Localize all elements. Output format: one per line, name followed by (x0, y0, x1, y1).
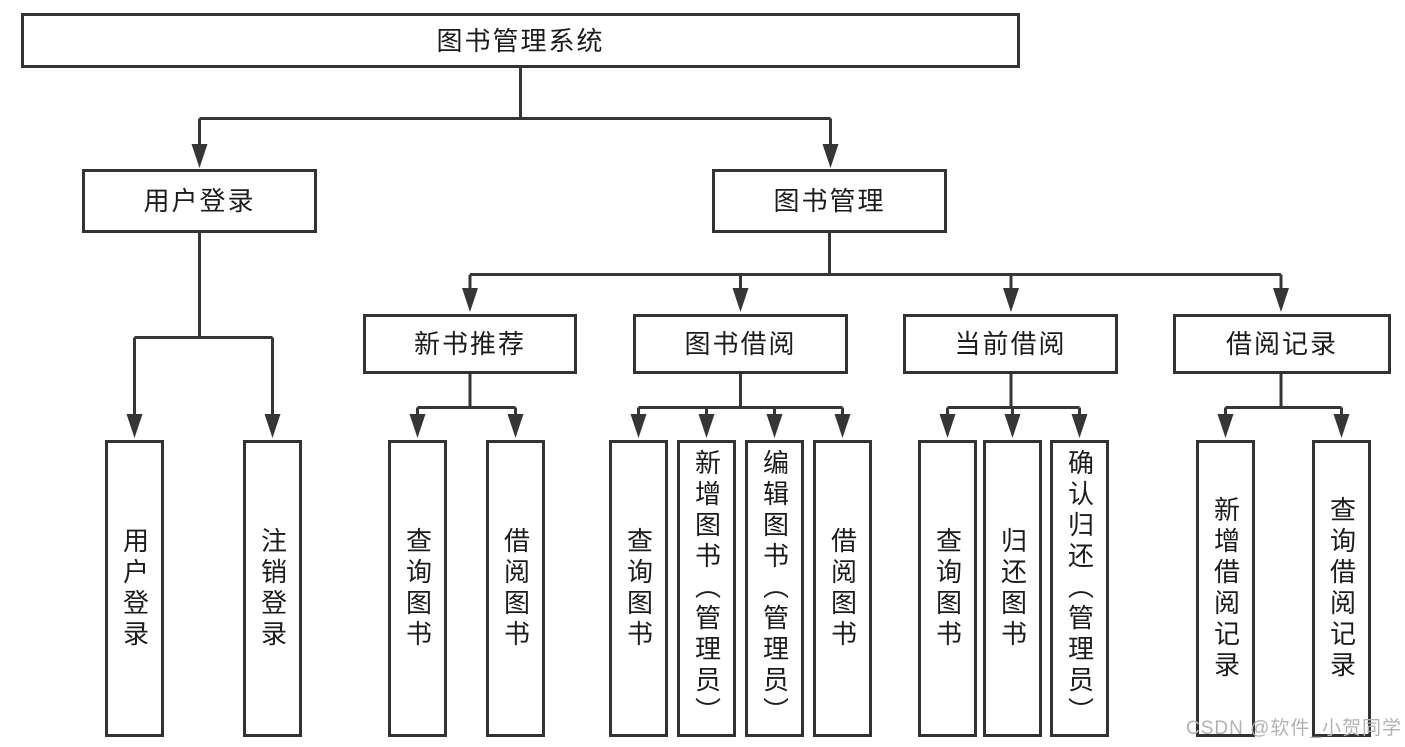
leaf-query-books-current: 查询图书 (918, 440, 977, 737)
leaf-user-login: 用户登录 (105, 440, 164, 737)
leaf-query-books-borrowing: 查询图书 (609, 440, 668, 737)
leaf-logout-login: 注销登录 (243, 440, 302, 737)
node-library-management-system: 图书管理系统 (21, 13, 1020, 68)
leaf-query-books-recommend: 查询图书 (388, 440, 447, 737)
node-book-management: 图书管理 (712, 169, 947, 233)
node-new-book-recommendation: 新书推荐 (363, 314, 577, 374)
node-user-login: 用户登录 (82, 169, 317, 233)
connector-lines (133, 68, 1343, 416)
node-book-borrowing: 图书借阅 (633, 314, 848, 374)
leaf-add-borrow-record: 新增借阅记录 (1196, 440, 1255, 737)
leaf-edit-books-admin: 编辑图书（管理员） (745, 440, 804, 737)
node-current-borrowing: 当前借阅 (903, 314, 1118, 374)
leaf-return-books: 归还图书 (983, 440, 1042, 737)
leaf-confirm-return-admin: 确认归还（管理员） (1050, 440, 1109, 737)
csdn-watermark: CSDN @软件_小贺同学 (1186, 718, 1402, 739)
leaf-query-borrow-record: 查询借阅记录 (1312, 440, 1371, 737)
leaf-borrow-books-borrowing: 借阅图书 (813, 440, 872, 737)
leaf-add-books-admin: 新增图书（管理员） (677, 440, 736, 737)
node-borrowing-records: 借阅记录 (1173, 314, 1391, 374)
leaf-borrow-books-recommend: 借阅图书 (486, 440, 545, 737)
arrowheads (126, 144, 1350, 438)
